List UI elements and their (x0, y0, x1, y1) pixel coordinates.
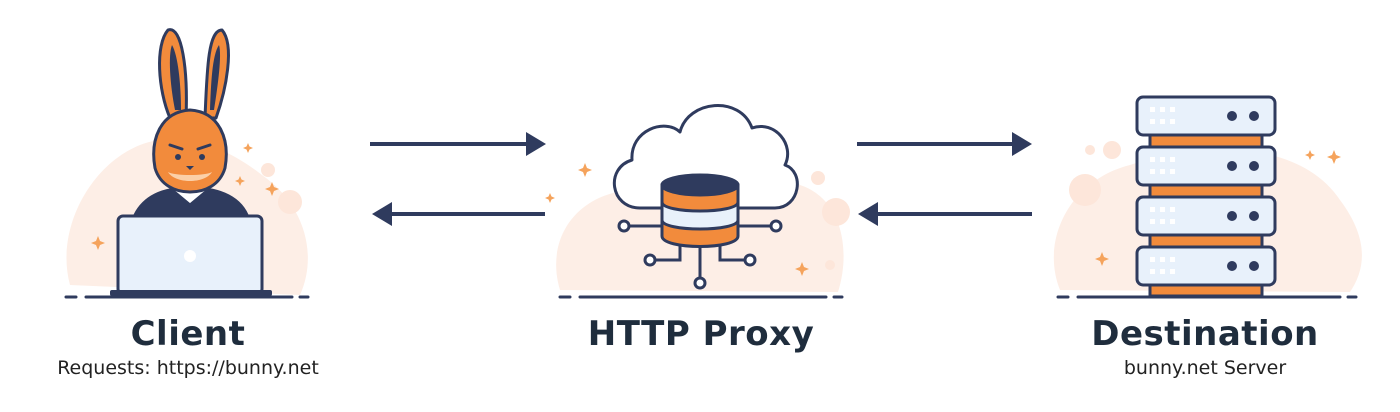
destination-title: Destination (1091, 314, 1319, 354)
sparkle-icon (91, 143, 279, 250)
database-icon (660, 173, 740, 248)
network-lines (628, 224, 772, 278)
client-subtitle: Requests: https://bunny.net (57, 357, 319, 379)
destination-subtitle: bunny.net Server (1123, 357, 1287, 379)
client-illustration (64, 28, 310, 299)
destination-deco-circle (1085, 145, 1095, 155)
arrow-proxy-to-destination (857, 132, 1032, 156)
sparkle-icon (1095, 150, 1341, 266)
arrow-destination-to-proxy (858, 202, 1032, 226)
proxy-title: HTTP Proxy (587, 314, 815, 354)
proxy-deco-circle (822, 198, 850, 226)
client-deco-circle (261, 163, 275, 177)
sparkle-icon (545, 163, 809, 276)
network-nodes (617, 219, 783, 290)
server-status-dots (1227, 111, 1259, 271)
proxy-illustration (545, 104, 850, 299)
cloud-icon (613, 104, 799, 210)
server-rack-icon (1135, 95, 1277, 287)
arrow-client-to-proxy (370, 132, 546, 156)
arrow-proxy-to-client (372, 202, 545, 226)
destination-deco-circle (1103, 141, 1121, 159)
client-title: Client (130, 314, 246, 354)
client-deco-circle (278, 190, 302, 214)
proxy-deco-circle (825, 260, 835, 270)
destination-deco-circle (1069, 174, 1101, 206)
proxy-deco-circle (811, 171, 825, 185)
destination-illustration (1053, 95, 1362, 299)
bunny-user-icon (133, 28, 249, 217)
bunny-face (168, 143, 212, 170)
laptop-icon (110, 214, 272, 296)
server-lights (1150, 107, 1175, 274)
